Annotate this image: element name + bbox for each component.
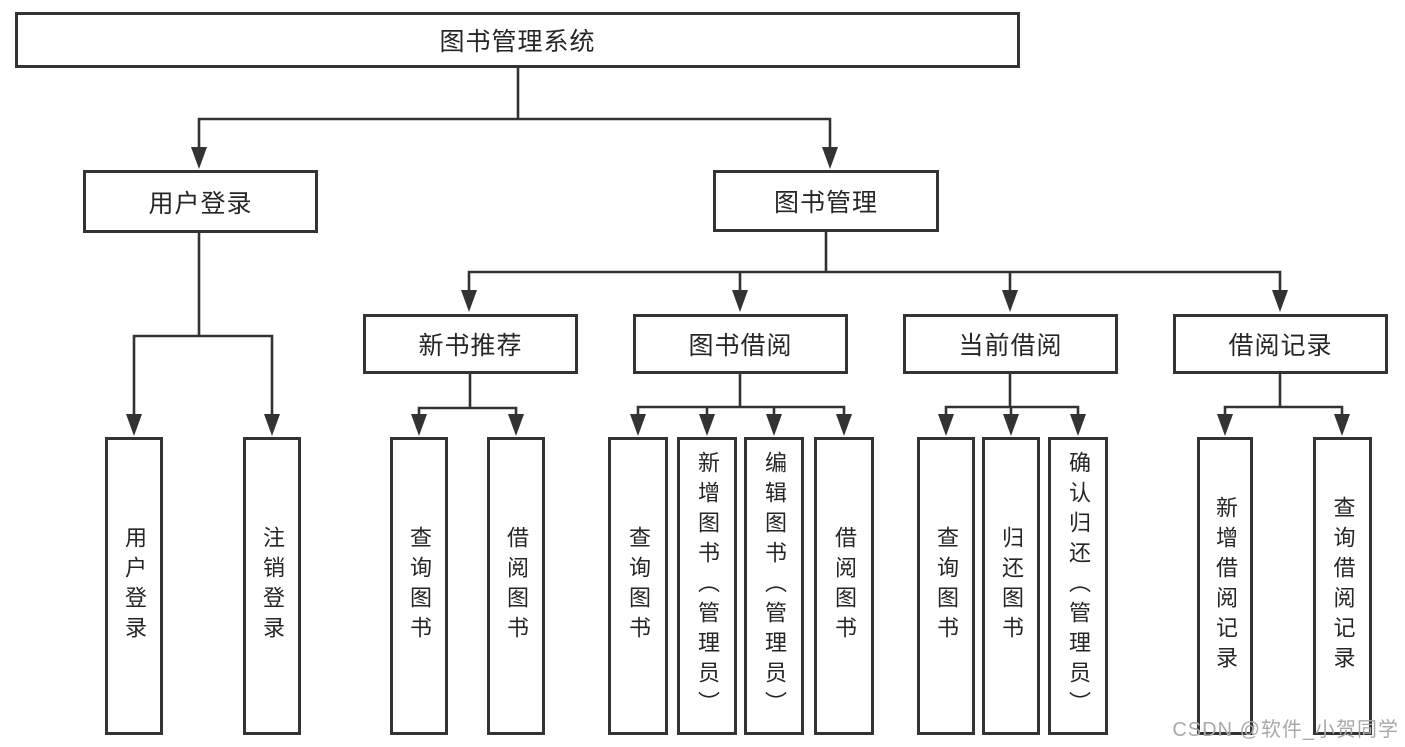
- node-book-management: 图书管理: [713, 170, 939, 232]
- node-borrowing-borrow-books: 借阅图书: [814, 437, 874, 735]
- node-borrowing-search-books: 查询图书: [608, 437, 668, 735]
- node-records-search-record: 查询借阅记录: [1313, 437, 1372, 735]
- node-label: 注销登录: [260, 526, 285, 646]
- node-label: 借阅记录: [1228, 332, 1333, 360]
- node-label: 新增图书（管理员）: [695, 451, 720, 721]
- node-current-search-books: 查询图书: [917, 437, 975, 735]
- node-label: 查询图书: [407, 526, 432, 646]
- node-user-login: 用户登录: [83, 170, 318, 233]
- node-new-book-recommendation: 新书推荐: [363, 314, 578, 374]
- node-recommend-borrow-books: 借阅图书: [487, 437, 545, 735]
- node-label: 借阅图书: [504, 526, 529, 646]
- node-recommend-search-books: 查询图书: [390, 437, 448, 735]
- node-label: 借阅图书: [832, 526, 857, 646]
- node-book-borrowing: 图书借阅: [633, 314, 848, 374]
- node-label: 图书管理: [773, 189, 878, 217]
- node-label: 编辑图书（管理员）: [762, 451, 787, 721]
- node-label: 用户登录: [122, 526, 147, 646]
- node-records-add-record: 新增借阅记录: [1197, 437, 1253, 735]
- node-user-login-action: 用户登录: [105, 437, 163, 735]
- node-label: 当前借阅: [958, 332, 1063, 360]
- node-label: 查询图书: [934, 526, 959, 646]
- node-label: 查询图书: [626, 526, 651, 646]
- node-logout-action: 注销登录: [243, 437, 301, 735]
- node-current-return-books: 归还图书: [982, 437, 1040, 735]
- csdn-watermark: CSDN @软件_小贺同学: [1172, 719, 1399, 741]
- node-borrowing-records: 借阅记录: [1173, 314, 1388, 374]
- node-label: 用户登录: [148, 189, 253, 218]
- node-label: 查询借阅记录: [1330, 496, 1356, 676]
- node-label: 确认归还（管理员）: [1066, 451, 1091, 721]
- node-label: 新书推荐: [418, 332, 523, 360]
- node-label: 图书管理系统: [439, 28, 596, 56]
- node-borrowing-add-books-admin: 新增图书（管理员）: [677, 437, 737, 735]
- node-label: 归还图书: [999, 526, 1024, 646]
- arrowheads: [126, 147, 1350, 436]
- node-label: 新增借阅记录: [1213, 496, 1238, 676]
- node-borrowing-edit-books-admin: 编辑图书（管理员）: [744, 437, 804, 735]
- node-current-confirm-return-admin: 确认归还（管理员）: [1048, 437, 1108, 735]
- node-current-borrowing: 当前借阅: [903, 314, 1118, 374]
- node-label: 图书借阅: [688, 332, 793, 360]
- node-library-management-system: 图书管理系统: [15, 12, 1020, 68]
